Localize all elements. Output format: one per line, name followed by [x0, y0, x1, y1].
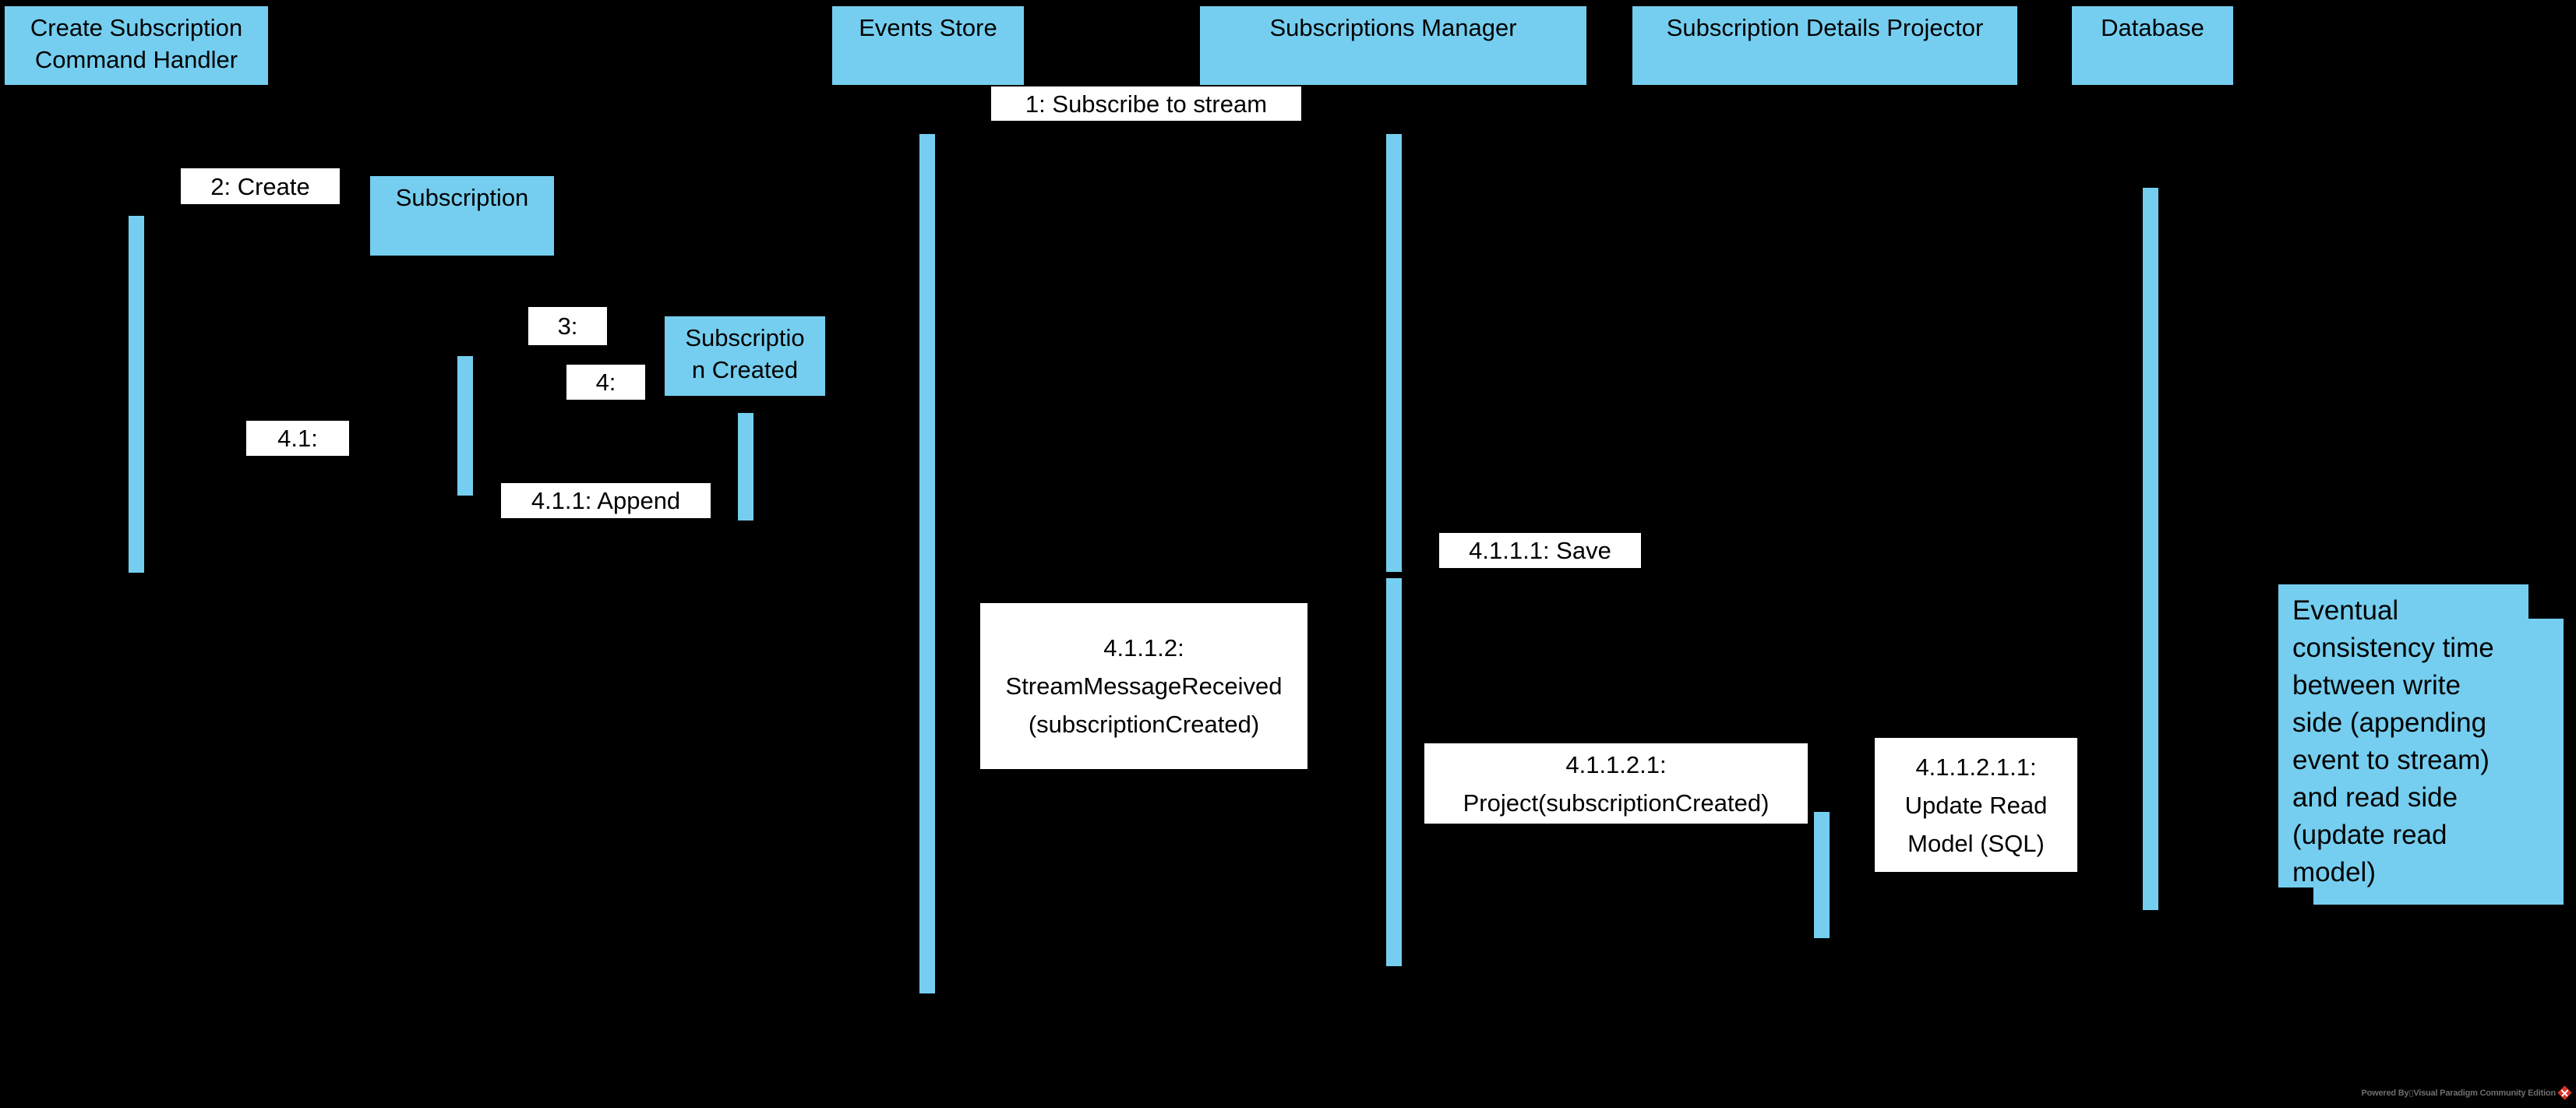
lifeline-head-events-store: Events Store: [832, 6, 1024, 85]
message-label-create: 2: Create: [181, 168, 340, 204]
message-label-4-1: 4.1:: [246, 421, 349, 456]
powered-by-text: Powered By▯Visual Paradigm Community Edi…: [2361, 1089, 2557, 1098]
message-label-4: 4:: [566, 365, 645, 400]
lifeline-head-subscriptions-manager: Subscriptions Manager: [1200, 6, 1586, 85]
activation-bar-projector: [1814, 812, 1830, 938]
activation-bar-events-store: [919, 134, 935, 993]
note-eventual-consistency: Eventual consistency time between write …: [2278, 584, 2528, 887]
activation-bar-subscription-created: [738, 413, 753, 520]
powered-by-credit[interactable]: Powered By▯Visual Paradigm Community Edi…: [2361, 1085, 2572, 1100]
message-label-stream-message-received: 4.1.1.2: StreamMessageReceived (subscrip…: [980, 603, 1307, 769]
lifeline-head-database: Database: [2072, 6, 2233, 85]
activation-bar-command-handler: [129, 216, 144, 573]
activation-bar-database: [2143, 188, 2158, 910]
lifeline-head-subscription-details-projector: Subscription Details Projector: [1632, 6, 2017, 85]
message-label-project: 4.1.1.2.1: Project(subscriptionCreated): [1424, 743, 1808, 824]
message-label-3: 3:: [528, 307, 607, 345]
activation-bar-subscriptions-manager-2: [1386, 578, 1402, 966]
message-label-append: 4.1.1: Append: [501, 483, 711, 518]
message-label-subscribe-to-stream: 1: Subscribe to stream: [991, 86, 1301, 121]
visual-paradigm-logo-icon: [2557, 1085, 2572, 1100]
lifeline-head-subscription-created: Subscriptio n Created: [665, 316, 825, 396]
lifeline-head-create-subscription-command-handler: Create Subscription Command Handler: [5, 6, 268, 85]
message-label-update-read-model: 4.1.1.2.1.1: Update Read Model (SQL): [1875, 738, 2077, 872]
message-label-save: 4.1.1.1: Save: [1439, 533, 1641, 568]
lifeline-head-subscription: Subscription: [370, 176, 554, 256]
activation-bar-subscriptions-manager-1: [1386, 134, 1402, 572]
activation-bar-subscription: [457, 356, 473, 496]
